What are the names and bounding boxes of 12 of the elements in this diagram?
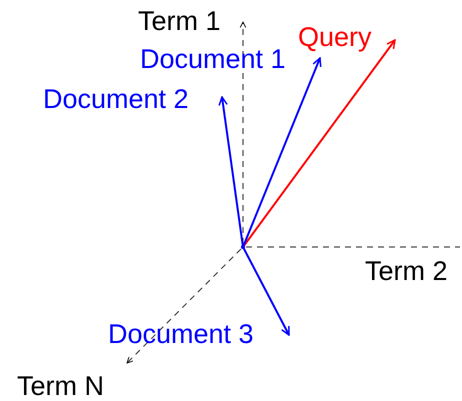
- vector-label: Query: [298, 22, 372, 52]
- axis-label: Term 1: [138, 6, 221, 36]
- vector-label: Document 1: [140, 44, 286, 74]
- vector-arrow: [242, 246, 290, 336]
- axis-label: Term N: [17, 371, 104, 401]
- vector-label: Document 3: [108, 319, 254, 349]
- vector-arrow: [242, 57, 322, 248]
- vector-arrow: [218, 96, 244, 248]
- axis-label: Term 2: [365, 256, 448, 286]
- vector-arrow: [242, 39, 396, 248]
- vector-label: Document 2: [43, 84, 189, 114]
- origin-point: [241, 245, 245, 249]
